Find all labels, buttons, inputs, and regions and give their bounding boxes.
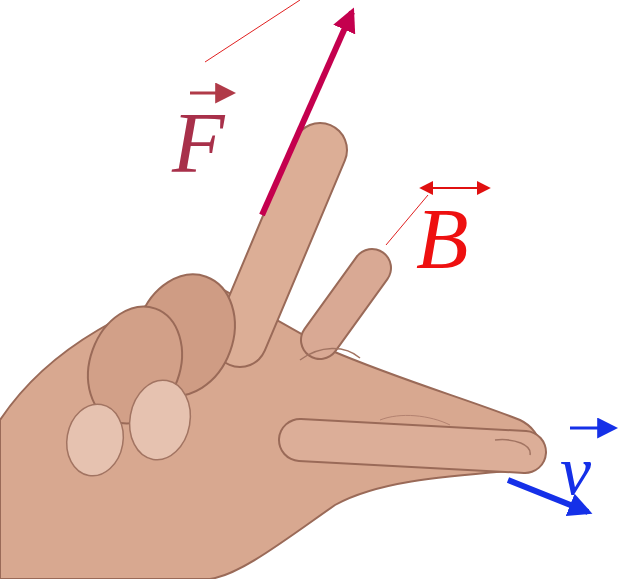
- vector-mark: [190, 92, 232, 95]
- velocity-label: v: [560, 436, 591, 506]
- vector-mark: [422, 187, 488, 189]
- force-arrow: [262, 12, 352, 215]
- field-label: B: [416, 196, 469, 282]
- hand: [0, 150, 540, 579]
- vector-mark: [570, 427, 614, 430]
- force-label: F: [172, 100, 225, 186]
- guide-line: [205, 0, 300, 62]
